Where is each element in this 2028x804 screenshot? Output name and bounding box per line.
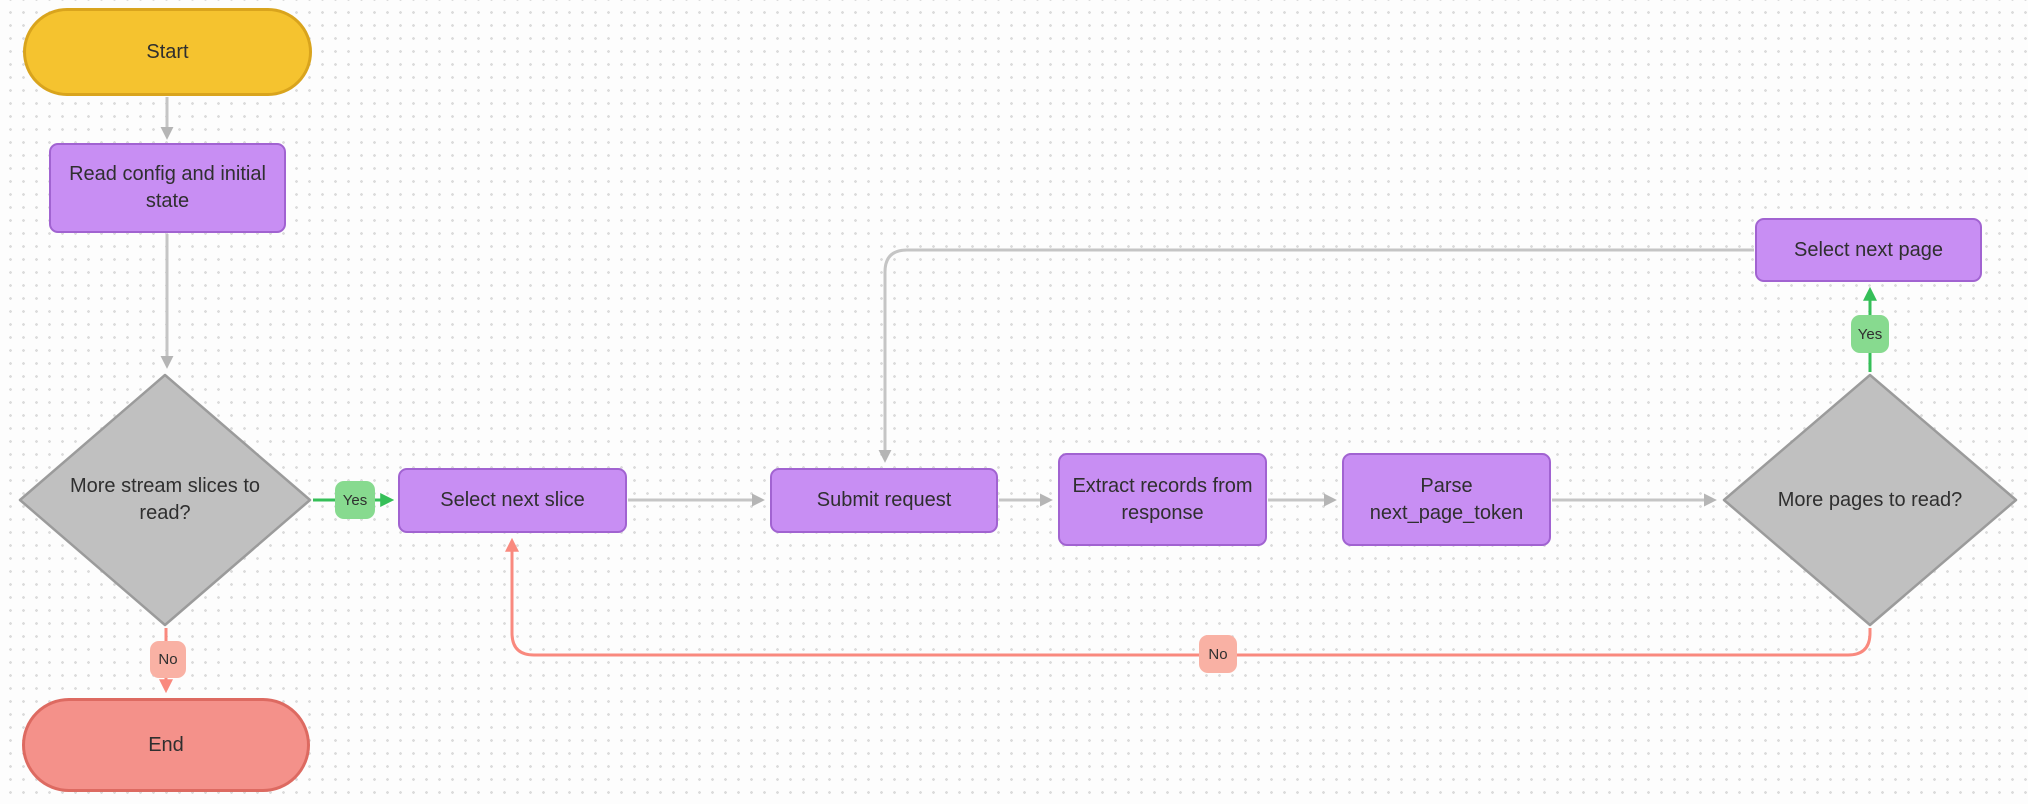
node-select-page[interactable]: Select next page	[1755, 218, 1982, 282]
diamond-shape	[18, 373, 312, 627]
edge-label-text: Yes	[1857, 325, 1883, 343]
node-extract-records[interactable]: Extract records from response	[1058, 453, 1267, 546]
node-submit-request-label: Submit request	[816, 489, 952, 511]
edge-label-more-pages-yes[interactable]: Yes	[1851, 315, 1889, 353]
edge-label-more-slices-yes[interactable]: Yes	[335, 481, 375, 519]
edge-label-text: No	[158, 651, 178, 668]
node-more-slices[interactable]: More stream slices to read?	[18, 373, 312, 627]
node-submit-request[interactable]: Submit request	[770, 468, 998, 533]
node-parse-token[interactable]: Parse next_page_token	[1342, 453, 1551, 546]
edge-label-more-pages-no[interactable]: No	[1199, 635, 1237, 673]
diamond-shape	[1722, 373, 2018, 627]
node-more-pages[interactable]: More pages to read?	[1722, 373, 2018, 627]
node-end-label: End	[148, 733, 184, 756]
node-parse-token-label: Parse next_page_token	[1369, 474, 1524, 524]
node-read-config-label: Read config and initial state	[69, 163, 266, 212]
node-more-slices-label: More stream slices to read?	[69, 475, 261, 524]
node-select-slice[interactable]: Select next slice	[398, 468, 627, 533]
node-read-config[interactable]: Read config and initial state	[49, 143, 286, 233]
edge-label-more-slices-no[interactable]: No	[150, 641, 186, 678]
node-more-pages-label: More pages to read?	[1777, 488, 1963, 511]
edge-label-text: No	[1208, 645, 1228, 663]
node-start-label: Start	[146, 40, 189, 63]
node-select-slice-label: Select next slice	[440, 489, 585, 511]
node-select-page-label: Select next page	[1794, 238, 1943, 261]
node-extract-records-label: Extract records from response	[1072, 474, 1253, 524]
edge-label-text: Yes	[342, 491, 368, 509]
edge-more-pages-no-to-select-slice[interactable]	[505, 537, 1872, 657]
node-start[interactable]: Start	[23, 8, 312, 96]
node-end[interactable]: End	[22, 698, 310, 792]
edge-select-page-to-submit-request[interactable]	[878, 248, 1754, 463]
